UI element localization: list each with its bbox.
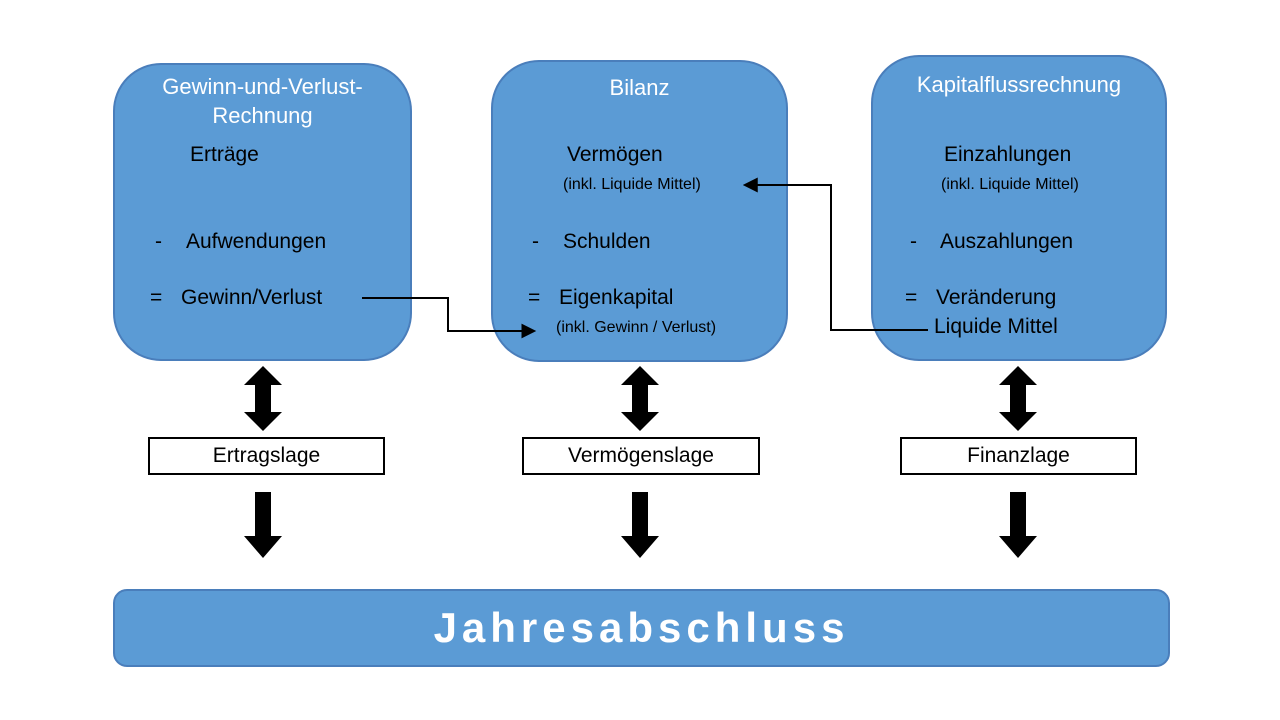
guv-row-gewinnverlust: Gewinn/Verlust bbox=[181, 286, 323, 309]
guv-row-ertraege: Erträge bbox=[190, 143, 259, 166]
title-guv-line2: Rechnung bbox=[212, 103, 313, 128]
down-arrow-finanzlage bbox=[999, 492, 1037, 558]
kfr-row-einzahlungen: Einzahlungen bbox=[944, 143, 1072, 166]
bilanz-row-vermoegen: Vermögen bbox=[567, 143, 663, 166]
kfr-row-auszahlungen: Auszahlungen bbox=[940, 230, 1074, 253]
footer-bar-jahresabschluss: Jahresabschluss bbox=[113, 589, 1170, 667]
bilanz-row-vermoegen-sub: (inkl. Liquide Mittel) bbox=[563, 176, 701, 193]
kfr-row-auszahlungen-prefix: - bbox=[910, 230, 917, 253]
double-arrow-bilanz-vermoegenslage bbox=[621, 366, 659, 431]
bilanz-row-eigenkapital: Eigenkapital bbox=[559, 286, 674, 309]
bilanz-row-eigenkapital-sub: (inkl. Gewinn / Verlust) bbox=[556, 319, 717, 336]
box-bilanz bbox=[491, 60, 788, 362]
label-finanzlage: Finanzlage bbox=[900, 437, 1137, 475]
title-guv: Gewinn-und-Verlust- Rechnung bbox=[113, 72, 412, 130]
title-kapitalflussrechnung: Kapitalflussrechnung bbox=[916, 72, 1122, 97]
title-bilanz: Bilanz bbox=[609, 75, 670, 100]
guv-row-gewinnverlust-prefix: = bbox=[150, 286, 163, 309]
double-arrow-guv-ertragslage bbox=[244, 366, 282, 431]
footer-title: Jahresabschluss bbox=[433, 604, 850, 651]
bilanz-row-eigenkapital-prefix: = bbox=[528, 286, 541, 309]
label-vermoegenslage: Vermögenslage bbox=[522, 437, 760, 475]
kfr-row-liquide-mittel: Liquide Mittel bbox=[934, 315, 1058, 338]
double-arrow-kfr-finanzlage bbox=[999, 366, 1037, 431]
kfr-row-veraenderung-prefix: = bbox=[905, 286, 918, 309]
label-ertragslage: Ertragslage bbox=[148, 437, 385, 475]
bilanz-row-schulden-prefix: - bbox=[532, 230, 539, 253]
kfr-row-einzahlungen-sub: (inkl. Liquide Mittel) bbox=[941, 176, 1079, 193]
guv-row-aufwendungen: Aufwendungen bbox=[186, 230, 327, 253]
kfr-row-veraenderung: Veränderung bbox=[936, 286, 1057, 309]
bilanz-row-schulden: Schulden bbox=[563, 230, 651, 253]
down-arrow-ertragslage bbox=[244, 492, 282, 558]
title-guv-line1: Gewinn-und-Verlust- bbox=[162, 74, 363, 99]
down-arrow-vermoegenslage bbox=[621, 492, 659, 558]
guv-row-aufwendungen-prefix: - bbox=[155, 230, 162, 253]
